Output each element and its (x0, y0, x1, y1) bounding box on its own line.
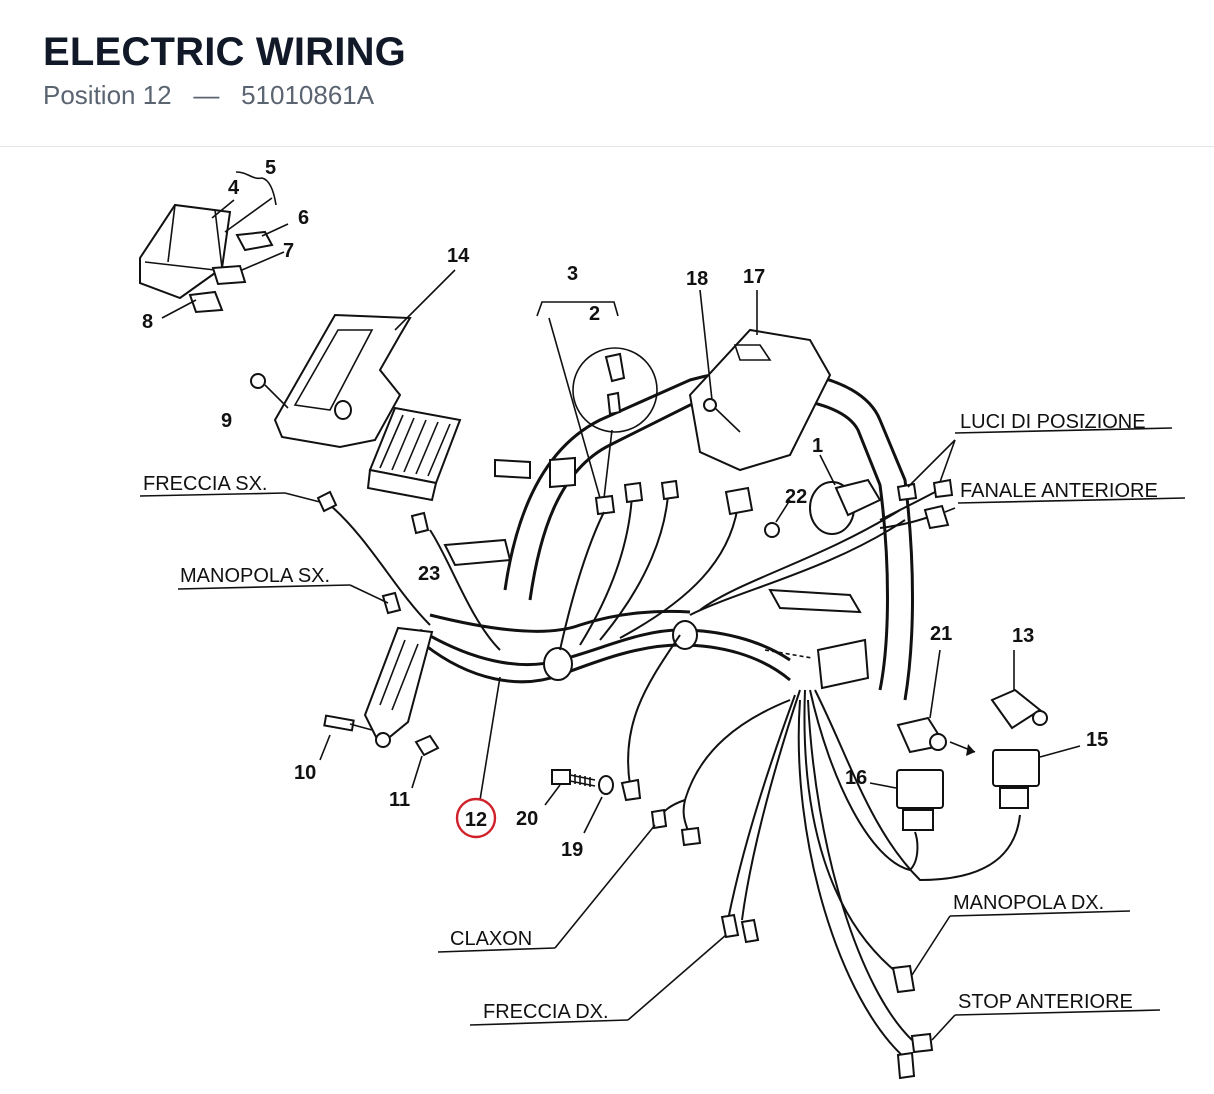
callout-7[interactable]: 7 (283, 240, 294, 262)
bolt-washer (544, 769, 614, 834)
connector-detail (536, 301, 658, 516)
callout-4[interactable]: 4 (228, 177, 240, 199)
callout-11[interactable]: 11 (389, 789, 410, 811)
label-leaders (139, 427, 1186, 1041)
callout-13[interactable]: 13 (1012, 625, 1034, 647)
front-light-connectors (879, 439, 956, 530)
main-harness (316, 479, 1021, 1080)
callout-23[interactable]: 23 (418, 563, 440, 585)
headlight-housing (688, 289, 832, 472)
page-subtitle: Position 12 — 51010861A (43, 80, 374, 111)
callout-9[interactable]: 9 (221, 410, 232, 432)
position-label: Position 12 (43, 80, 172, 110)
label-freccia-sx: FRECCIA SX. (143, 473, 267, 495)
part-number: 51010861A (241, 80, 375, 110)
callout-20[interactable]: 20 (516, 808, 538, 830)
label-fanale-anteriore: FANALE ANTERIORE (960, 480, 1158, 502)
label-claxon: CLAXON (450, 928, 532, 950)
label-manopola-dx: MANOPOLA DX. (953, 892, 1104, 914)
page-title: ELECTRIC WIRING (43, 30, 406, 74)
label-manopola-sx: MANOPOLA SX. (180, 565, 330, 587)
callout-numbers: 1 2 3 4 5 6 7 8 9 10 11 12 13 14 15 16 1… (142, 157, 1108, 861)
instrument-cover (250, 269, 456, 449)
highlight-ring (455, 797, 497, 839)
wire-labels: FRECCIA SX. MANOPOLA SX. LUCI DI POSIZIO… (143, 411, 1158, 1023)
fuse-box (366, 406, 462, 502)
label-luci-posizione: LUCI DI POSIZIONE (960, 411, 1146, 433)
ignition-switch (764, 454, 882, 538)
callout-2[interactable]: 2 (589, 303, 600, 325)
label-freccia-dx: FRECCIA DX. (483, 1001, 609, 1023)
callout-5[interactable]: 5 (265, 157, 276, 179)
page-header: ELECTRIC WIRING Position 12 — 51010861A (0, 0, 1214, 147)
callout-12[interactable]: 12 (465, 809, 487, 831)
separator: — (193, 80, 220, 110)
callout-12-highlighted[interactable]: 12 (455, 797, 497, 839)
harness-bracket (319, 626, 501, 801)
callout-17[interactable]: 17 (743, 266, 765, 288)
callout-6[interactable]: 6 (298, 207, 309, 229)
callout-22[interactable]: 22 (785, 486, 807, 508)
callout-19[interactable]: 19 (561, 839, 583, 861)
relay-module-group (139, 171, 289, 319)
label-stop-anteriore: STOP ANTERIORE (958, 991, 1133, 1013)
wiring-diagram: 1 2 3 4 5 6 7 8 9 10 11 12 13 14 15 16 1… (139, 157, 1186, 1080)
callout-8[interactable]: 8 (142, 311, 153, 333)
callout-3[interactable]: 3 (567, 263, 578, 285)
relays-right (764, 638, 1081, 831)
callout-1[interactable]: 1 (812, 435, 823, 457)
callout-21[interactable]: 21 (930, 623, 952, 645)
callout-15[interactable]: 15 (1086, 729, 1108, 751)
callout-14[interactable]: 14 (447, 245, 470, 267)
chassis-frame (443, 368, 914, 701)
callout-16[interactable]: 16 (845, 767, 867, 789)
callout-18[interactable]: 18 (686, 268, 708, 290)
callout-10[interactable]: 10 (294, 762, 316, 784)
